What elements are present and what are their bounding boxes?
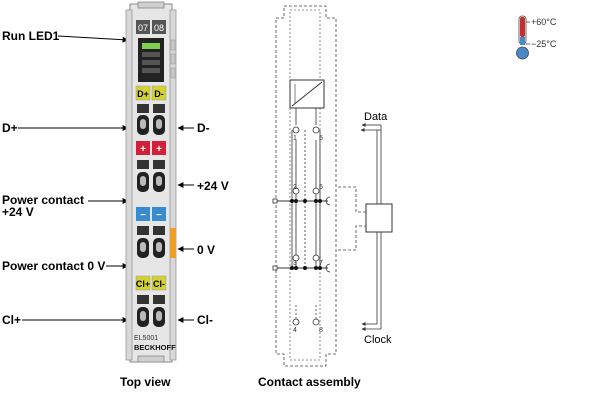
caption-top-view: Top view	[120, 375, 171, 389]
terminal-left-rail	[125, 9, 133, 361]
pin-6: 6	[319, 184, 323, 191]
pin-4: 4	[293, 327, 297, 334]
label-d-minus: D-	[197, 121, 210, 135]
tab-minus-2-bg	[152, 207, 166, 221]
contact-assembly	[272, 5, 393, 367]
external-box	[365, 203, 393, 233]
tab-d-plus: D+	[137, 89, 149, 99]
label-power-contact-24-line2: +24 V	[2, 205, 34, 219]
terminal-brand: BECKHOFF	[134, 343, 176, 352]
tab-minus-2: −	[156, 210, 162, 221]
led-4	[142, 68, 160, 73]
terminal-number-2: 08	[154, 23, 164, 33]
tab-cl-plus: Cl+	[136, 279, 150, 289]
terminal-number-1: 07	[138, 23, 148, 33]
arrow-run-led	[57, 35, 129, 43]
label-plus-24v: +24 V	[197, 179, 229, 193]
pin-1: 1	[293, 135, 297, 142]
temp-max: +60°C	[531, 17, 557, 27]
label-data: Data	[364, 111, 388, 123]
label-power-contact-0: Power contact 0 V	[2, 259, 106, 273]
run-led-1	[142, 43, 160, 49]
assembly-inner-outline	[289, 9, 321, 361]
contact-pair-3	[137, 226, 165, 258]
caption-contact-assembly: Contact assembly	[258, 375, 361, 389]
tab-plus-1: +	[140, 144, 146, 155]
leader-arrows-left	[18, 35, 129, 323]
tab-cl-plus-bg	[135, 275, 151, 291]
terminal-bottom-hook	[137, 355, 165, 363]
label-clock: Clock	[364, 334, 392, 346]
terminal-top-view: 07 08 D+ D-	[125, 1, 177, 363]
label-cl-plus: Cl+	[2, 313, 22, 327]
contact-pair-4	[137, 295, 165, 327]
terminal-right-rail	[169, 9, 177, 361]
tab-minus-1-bg	[136, 207, 150, 221]
led-2	[142, 52, 160, 57]
leader-arrows-right	[177, 125, 194, 323]
label-d-plus: D+	[2, 121, 18, 135]
label-run-led: Run LED1	[2, 29, 60, 43]
pin-8: 8	[319, 327, 323, 334]
contact-pair-2	[137, 160, 165, 192]
tab-plus-1-bg	[136, 141, 150, 155]
pin-numbers: 1 5 2 6 3 7 4 8	[293, 135, 323, 334]
power-contact-orange	[170, 228, 176, 258]
contact-pair-1	[137, 104, 165, 135]
assembly-outline	[275, 5, 337, 367]
label-zero-v: 0 V	[197, 243, 216, 257]
pin-7: 7	[319, 260, 323, 267]
tab-cl-minus: Cl-	[153, 279, 165, 289]
terminal-number-2-bg	[152, 20, 166, 34]
pin-3: 3	[293, 260, 297, 267]
terminal-model: EL5001	[134, 335, 158, 342]
tab-plus-2-bg	[152, 141, 166, 155]
tab-d-plus-bg	[135, 85, 151, 101]
thermometer-icon	[516, 15, 530, 60]
led-3	[142, 60, 160, 65]
tab-minus-1: −	[140, 210, 146, 221]
label-power-contact-24: Power contact	[2, 193, 85, 207]
label-cl-minus: Cl-	[197, 313, 213, 327]
tab-cl-minus-bg	[151, 275, 167, 291]
temp-min: −25°C	[531, 39, 557, 49]
tab-plus-2: +	[156, 144, 162, 155]
tab-d-minus: D-	[154, 89, 164, 99]
pin-2: 2	[293, 184, 297, 191]
tab-d-minus-bg	[151, 85, 167, 101]
terminal-top-hook	[137, 1, 165, 9]
pin-5: 5	[319, 135, 323, 142]
terminal-number-1-bg	[136, 20, 150, 34]
